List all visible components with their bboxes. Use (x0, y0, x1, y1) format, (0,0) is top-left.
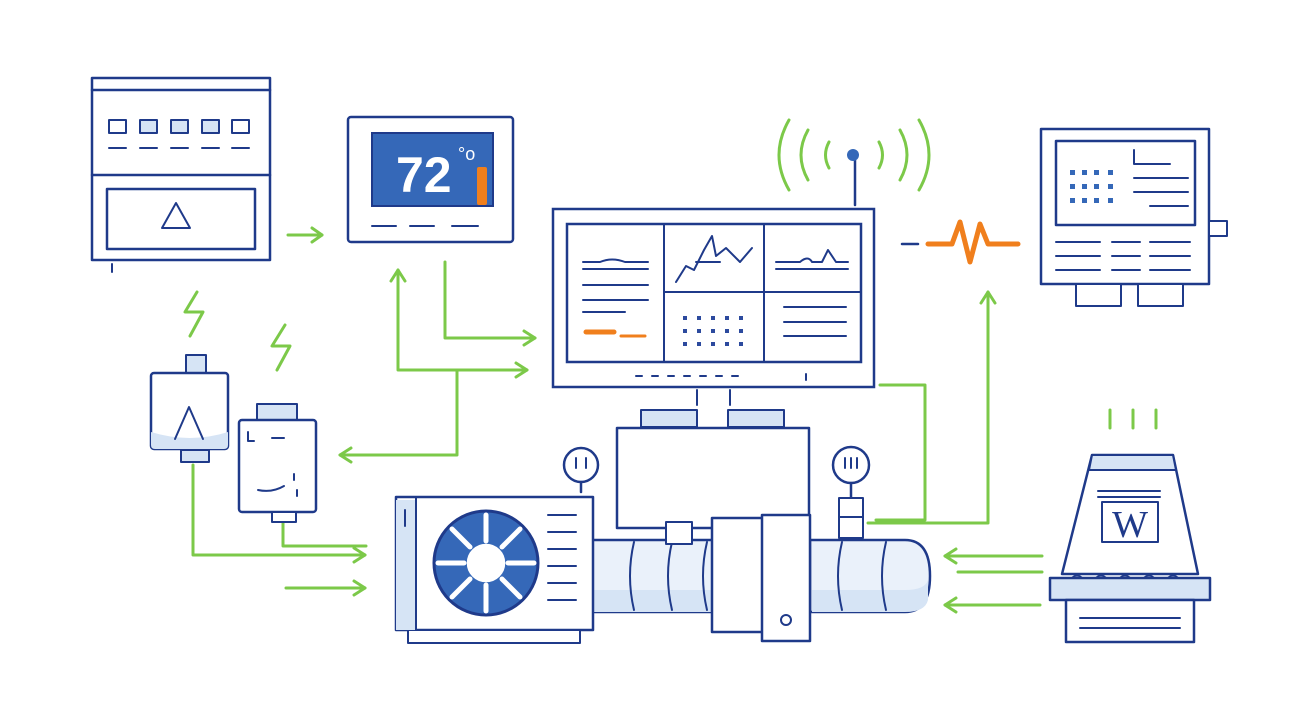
power-lightning-icon (270, 323, 292, 372)
calendar-grid (683, 316, 743, 346)
thermostat-screen (371, 132, 494, 207)
monitor-dashboard-icon (551, 207, 876, 406)
refrigerant-pipe-icon (588, 538, 932, 614)
thermostat-icon: 72 °o (346, 115, 515, 244)
orange-progress-bar (583, 329, 647, 338)
thermostat-degree-mark: °o (458, 144, 475, 164)
compressor-housing (615, 409, 811, 530)
furnace-unit-icon: W (1048, 453, 1212, 644)
valve-body (665, 497, 864, 643)
pressure-gauge-icon (562, 446, 600, 494)
fan-icon (432, 509, 540, 617)
control-panel-icon (90, 76, 272, 273)
wifi-antenna-icon (777, 118, 931, 207)
thermostat-temperature: 72 (396, 147, 452, 203)
heartbeat-signal-icon (900, 219, 1021, 265)
breaker-module-icon (149, 354, 230, 463)
heat-waves-icon (1108, 408, 1158, 430)
outdoor-ac-unit-icon (394, 495, 595, 644)
display-panel-icon (1039, 127, 1228, 307)
furnace-nameplate-letter: W (1112, 504, 1148, 546)
pressure-gauge-icon (831, 445, 871, 500)
relay-module-icon (237, 403, 318, 523)
power-lightning-icon (183, 290, 205, 338)
thermostat-level-bar (477, 167, 487, 205)
signal-connectors (191, 226, 1044, 614)
